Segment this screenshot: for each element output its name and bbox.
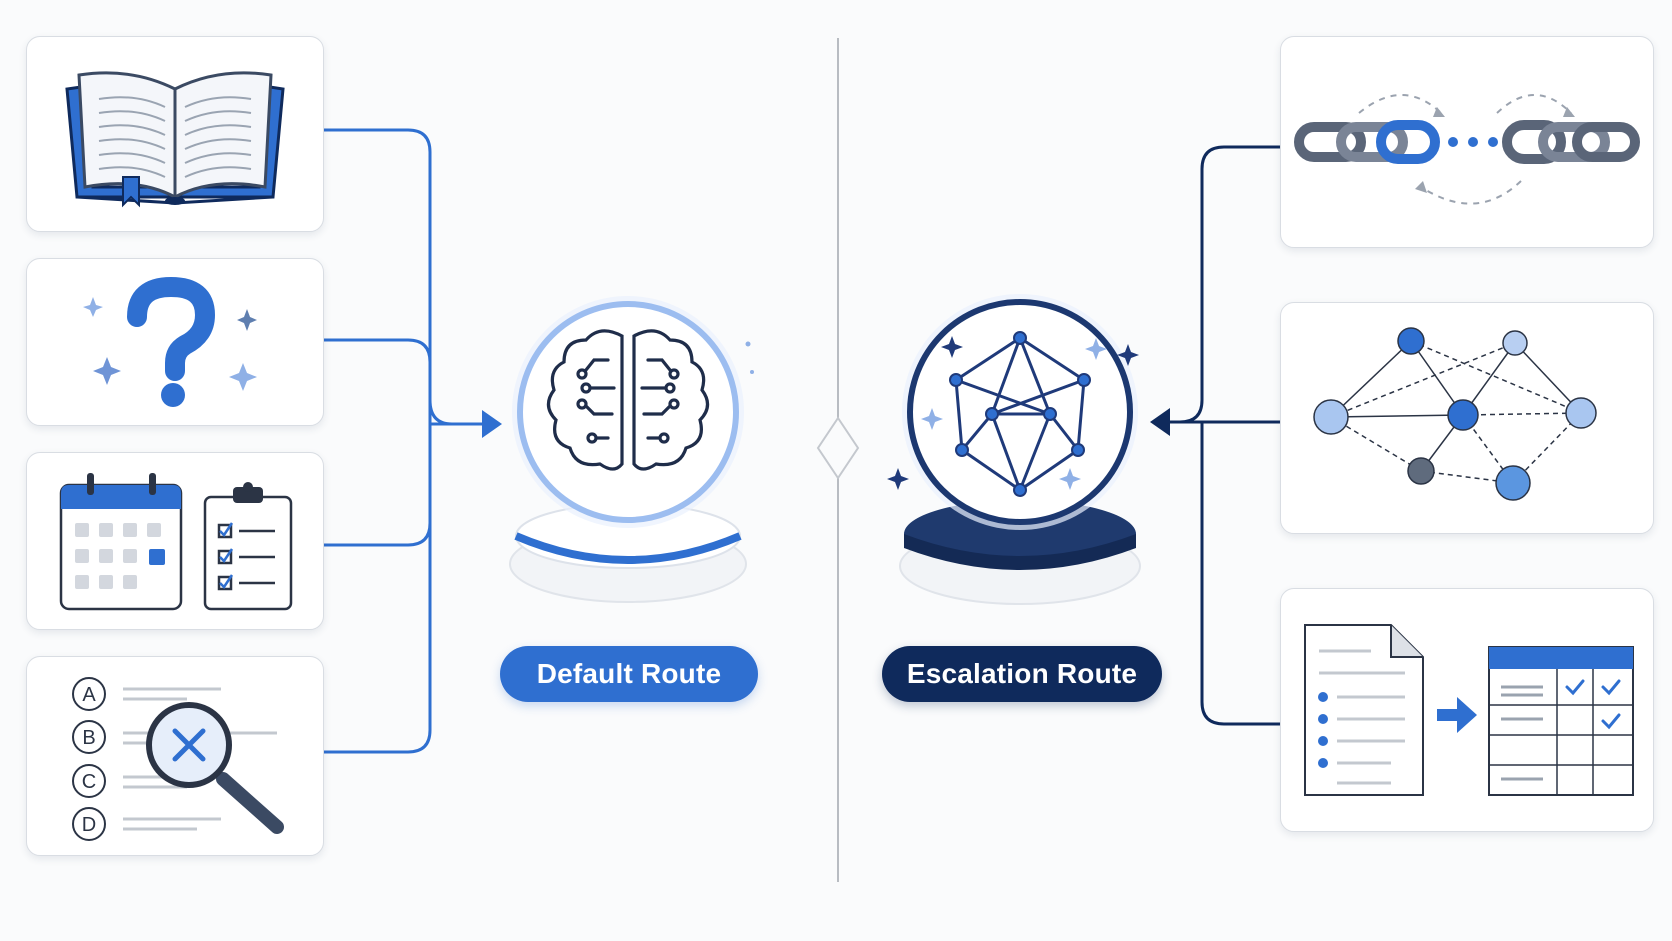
escalation-route-label: Escalation Route: [882, 646, 1162, 702]
escalation-arrowhead: [1150, 408, 1170, 436]
card-graph-network: [1280, 302, 1654, 534]
default-route-hub: [509, 296, 754, 603]
calendar-checklist-icon: [59, 473, 293, 611]
card-chain-links: [1280, 36, 1654, 248]
card-document-to-table: [1280, 588, 1654, 832]
default-arrowhead: [482, 410, 502, 438]
card-quiz-search: A B C D: [26, 656, 324, 856]
default-route-label: Default Route: [500, 646, 758, 702]
card-question: [26, 258, 324, 426]
sparkle-icon: [887, 336, 1139, 490]
quiz-option-a: A: [82, 684, 96, 706]
divider-diamond: [816, 416, 860, 480]
quiz-option-c: C: [82, 771, 96, 793]
quiz-option-b: B: [82, 727, 95, 749]
left-connectors: [324, 128, 490, 754]
chain-links-icon: [1294, 94, 1640, 205]
sparkle-icon: [83, 297, 257, 391]
quiz-search-icon: A B C D: [72, 677, 284, 841]
right-connectors: [1162, 145, 1280, 726]
open-book-icon: [65, 71, 285, 208]
card-calendar-checklist: [26, 452, 324, 630]
sparkle-icon: [745, 341, 754, 374]
graph-network-icon: [1313, 327, 1597, 501]
card-open-book: [26, 36, 324, 232]
quiz-option-d: D: [82, 814, 96, 836]
brain-circuit-icon: [546, 329, 710, 471]
question-mark-icon: [83, 276, 257, 407]
escalation-route-hub: [887, 294, 1141, 605]
document-to-table-icon: [1304, 624, 1634, 796]
